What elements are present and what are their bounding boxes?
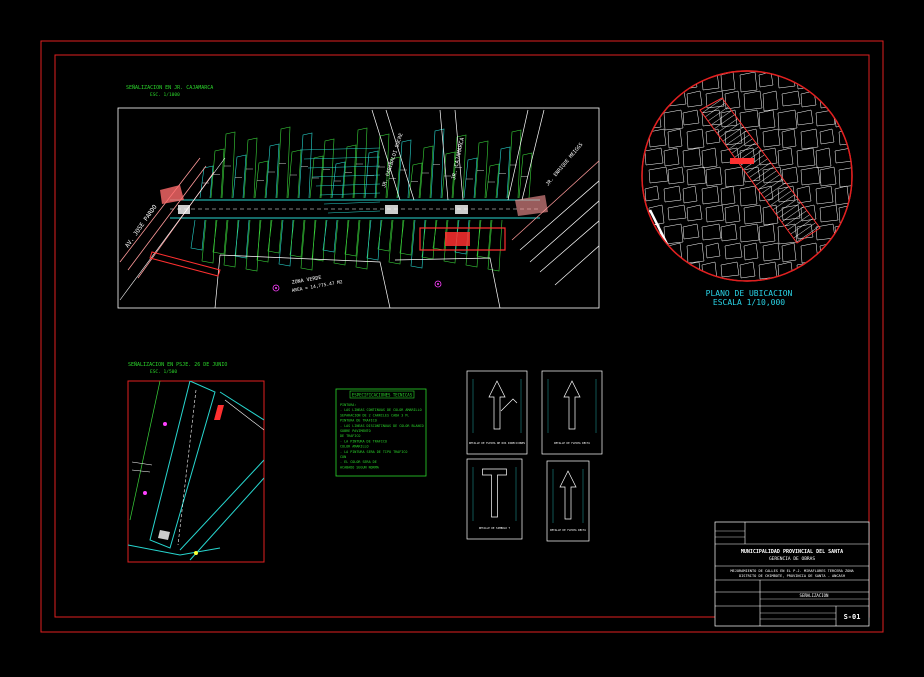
location-plan-viewport[interactable] — [641, 70, 858, 290]
secondary-plan-scale: ESC. 1/500 — [150, 369, 177, 375]
specs-title: ESPECIFICACIONES TECNICAS — [352, 393, 413, 398]
street-east-avenue — [519, 180, 599, 286]
spec-line: - LAS LINEAS CONTINUAS DE COLOR AMARILLO — [340, 408, 422, 412]
title-block: MUNICIPALIDAD PROVINCIAL DEL SANTA GEREN… — [714, 521, 870, 627]
detail-caption: DETALLE DE FLECHA DE DOS DIRECCIONES — [469, 441, 526, 445]
label-zona-verde: ZONA VERDE — [291, 275, 322, 286]
spec-line: COLOR AMARILLO — [340, 445, 369, 449]
detail-drawing[interactable]: DETALLE DE FLECHA RECTA — [546, 460, 590, 542]
sheet-inner-border — [54, 54, 870, 618]
tb-sheet-number: S-01 — [844, 613, 861, 621]
technical-specs-box: ESPECIFICACIONES TECNICAS PINTURA:- LAS … — [335, 388, 427, 477]
street-jr-cajamarca — [170, 199, 540, 219]
detail-caption: DETALLE DE FLECHA RECTA — [550, 528, 586, 532]
spec-line: SOBRE PAVIMENTO — [340, 429, 371, 433]
secondary-plan-title: SEÑALIZACION EN PSJE. 26 DE JUNIO — [128, 361, 227, 368]
tb-project-line1: MEJORAMIENTO DE CALLES EN EL P.J. MIRAFL… — [730, 569, 854, 573]
spec-line: PINTURA DE TRAFICO — [340, 419, 377, 423]
detail-drawing[interactable]: DETALLE DE SIMBOLO T — [466, 458, 523, 540]
spec-line: ACABADO SEGUN NORMA — [340, 465, 379, 469]
red-highlight-zone — [419, 227, 506, 251]
spec-line: - LA PINTURA DE TRAFICO — [340, 439, 387, 443]
tb-org-line2: GERENCIA DE OBRAS — [769, 556, 815, 562]
location-hatched-zone — [699, 97, 821, 244]
spec-line: - EL COLOR SERA DE — [340, 460, 377, 464]
tb-org-line1: MUNICIPALIDAD PROVINCIAL DEL SANTA — [741, 549, 843, 555]
main-plan-scale: ESC. 1/1000 — [150, 92, 180, 98]
detail-caption: DETALLE DE FLECHA RECTA — [554, 441, 590, 445]
lots-north — [199, 126, 533, 214]
spec-line: PINTURA: — [340, 403, 356, 407]
spec-line: - LAS LINEAS DISCONTINUAS DE COLOR BLANC… — [340, 424, 424, 428]
detail-caption: DETALLE DE SIMBOLO T — [479, 526, 511, 530]
location-plan-title: PLANO DE UBICACION — [706, 289, 793, 298]
spec-line: - LA PINTURA SERA DE TIPO TRAFICO — [340, 450, 407, 454]
tb-plan-name: SEÑALIZACION — [800, 593, 829, 598]
spec-line: DE TRAFICO — [340, 434, 360, 438]
detail-drawing[interactable]: DETALLE DE FLECHA RECTA — [541, 370, 603, 455]
secondary-plan-viewport[interactable] — [127, 380, 265, 563]
spec-line: SEPARACION DE 2 CARRILES CADA 3 M. — [340, 413, 409, 417]
main-plan-title: SEÑALIZACION EN JR. CAJAMARCA — [126, 84, 213, 91]
sheet-outer-border — [40, 40, 884, 633]
tb-project-line2: DISTRITO DE CHIMBOTE, PROVINCIA DE SANTA… — [739, 574, 845, 578]
spec-line: CON — [340, 455, 346, 459]
location-plan-scale: ESCALA 1/10,000 — [713, 298, 785, 307]
detail-drawing[interactable]: DETALLE DE FLECHA DE DOS DIRECCIONES — [466, 370, 528, 455]
main-plan-viewport[interactable]: AV. JOSE PARDO JR. CAJAMARCA JR. GARIBAL… — [117, 107, 600, 309]
street-diagonals — [371, 109, 545, 201]
